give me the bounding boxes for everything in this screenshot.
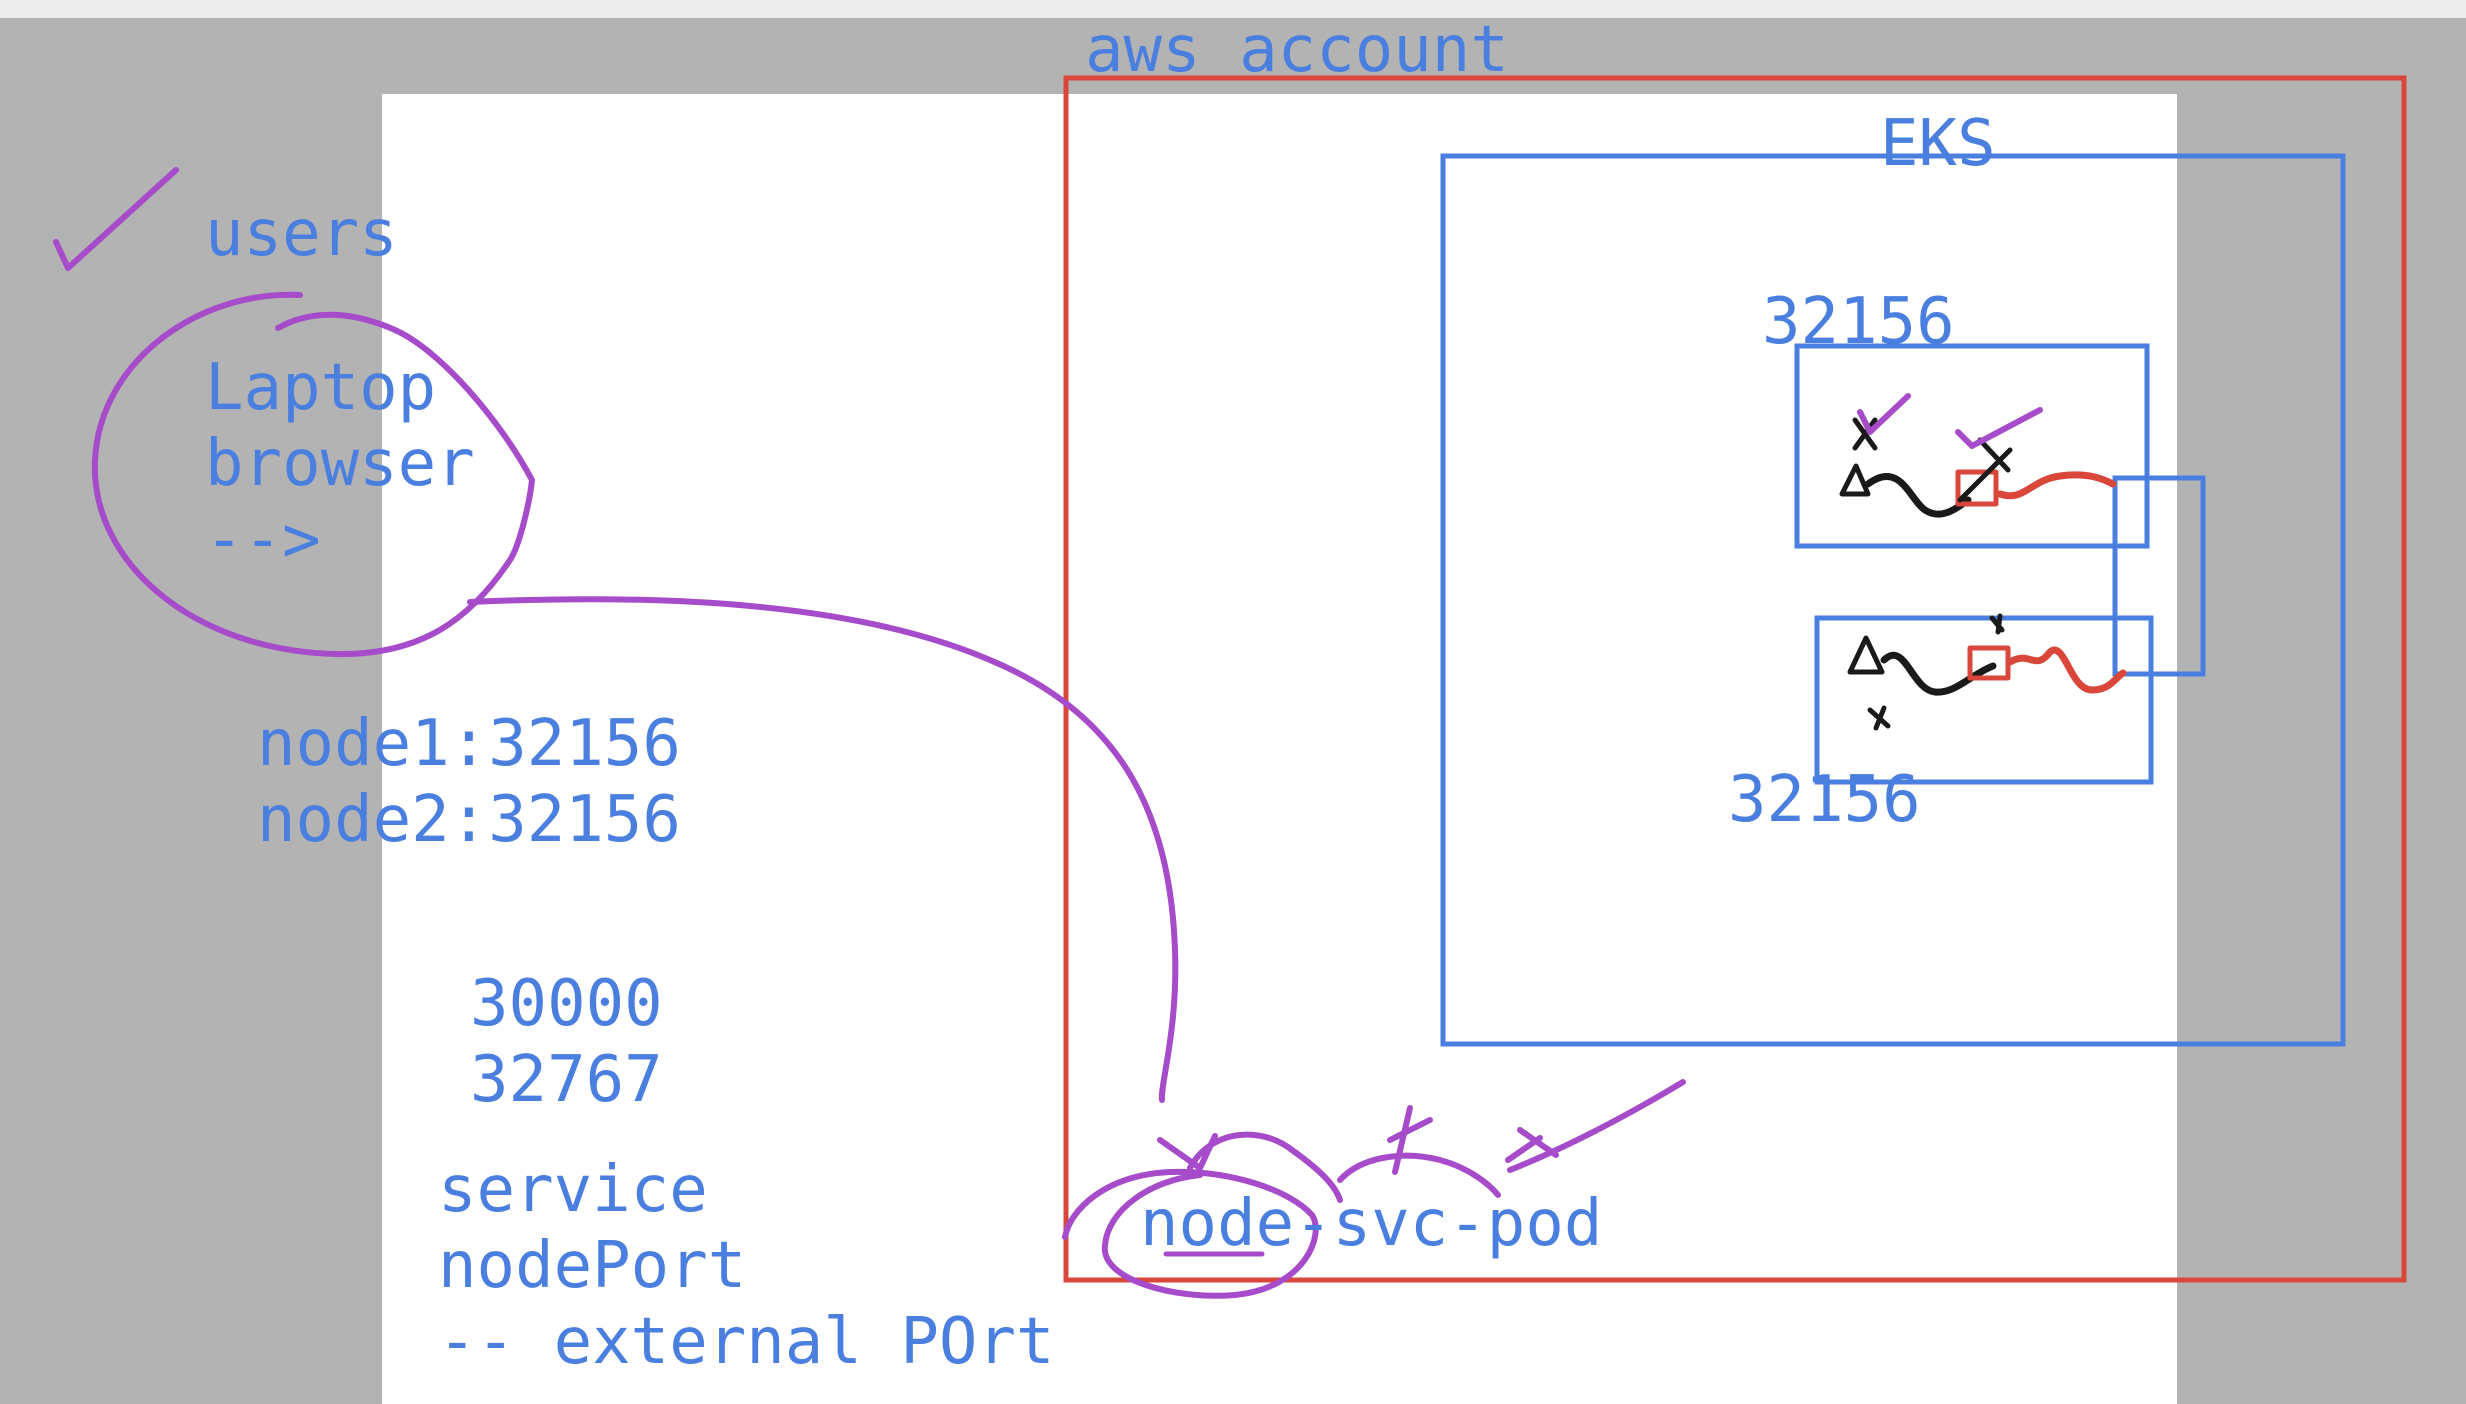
users-label: users (205, 197, 398, 271)
arrow-label: --> (205, 503, 321, 577)
browser-label: browser (205, 427, 475, 501)
node-box-bottom (1814, 615, 2154, 785)
range-high-label: 32767 (470, 1043, 663, 1117)
nodeport-label: nodePort (438, 1229, 747, 1303)
hop-arc-2 (1337, 1152, 1501, 1198)
pod-sketch-bottom (1847, 613, 2127, 731)
whiteboard-canvas (382, 94, 2177, 1404)
node-box-top (1794, 343, 2150, 549)
aws-account-label: aws account (1085, 13, 1509, 87)
aws-account-box (1063, 75, 2407, 1283)
check-mark-pod-top-2 (1955, 407, 2043, 449)
node-port-bottom-label: 32156 (1728, 763, 1921, 837)
tick-3 (1505, 1127, 1559, 1163)
laptop-circle (91, 291, 535, 658)
hop-arc-3 (1507, 1079, 1686, 1173)
eks-box (1440, 153, 2346, 1047)
purple-annotations (53, 167, 2043, 1299)
pod-sketch-top (1839, 417, 2117, 518)
tick-1 (1157, 1133, 1218, 1171)
node-circle (1062, 1168, 1319, 1299)
laptop-to-node-arrow (467, 596, 1179, 1103)
check-mark-users (53, 167, 179, 271)
service-label: service (438, 1153, 708, 1227)
check-mark-pod-top (1857, 393, 1911, 435)
laptop-label: Laptop (205, 351, 437, 425)
service-connector (2112, 475, 2206, 677)
node-port-top-label: 32156 (1762, 285, 1955, 359)
node2-port-label: node2:32156 (257, 783, 681, 857)
eks-label: EKS (1880, 107, 1996, 181)
node-svc-pod-label: node-svc-pod (1140, 1187, 1603, 1261)
external-port-label: -- external POrt (438, 1305, 1055, 1379)
node1-port-label: node1:32156 (257, 707, 681, 781)
tick-2 (1387, 1105, 1433, 1175)
range-low-label: 30000 (470, 967, 663, 1041)
